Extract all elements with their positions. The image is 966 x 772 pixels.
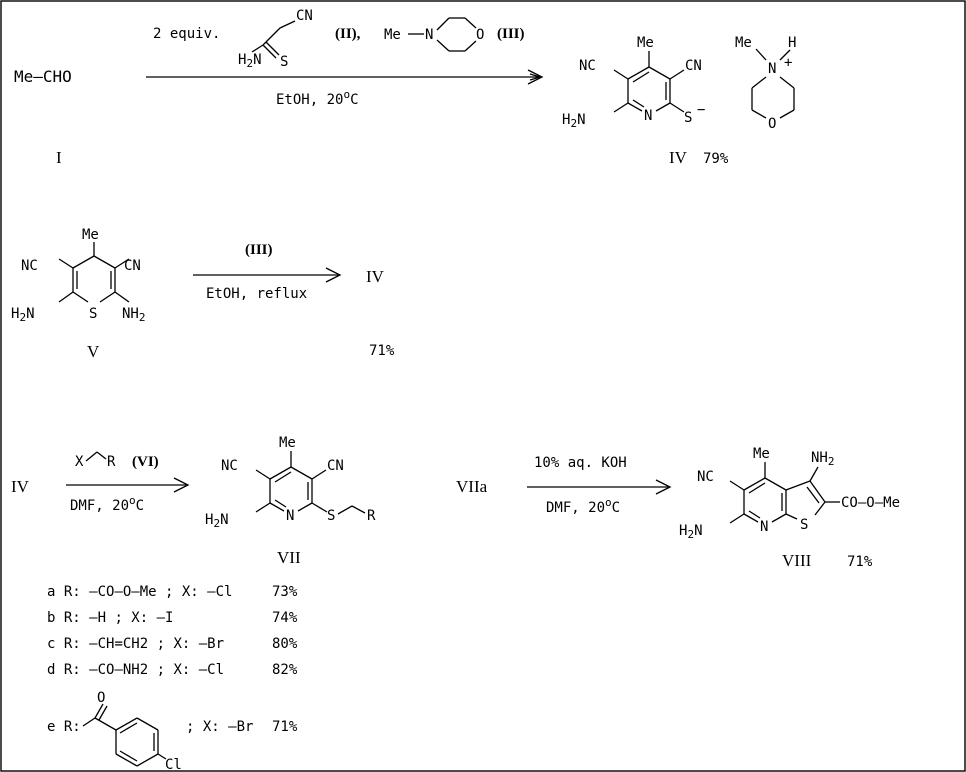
group-me: Me [637,35,654,51]
compound-label-III: (III) [497,26,525,42]
group-me: Me [82,227,99,243]
reagent-VI: (VI) [132,454,159,470]
reaction-arrow-4 [527,479,672,495]
reagent-koh: 10% aq. KOH [534,455,627,471]
structure-alkyl-halide: X R [75,451,116,470]
atom-n: N [644,108,652,124]
group-cn: CN [327,458,344,474]
charge-plus: + [784,55,792,71]
group-cn: CN [296,8,313,24]
start-VIIa: VIIa [456,477,488,496]
compound-label-II: (II), [335,26,361,42]
group-nc: NC [697,469,714,485]
atom-s: S [800,517,808,533]
group-h2n: H2N [562,112,586,130]
compound-label-I: I [56,148,62,167]
atom-o: O [768,116,776,132]
group-h2n: H2N [11,306,35,324]
atom-cl: Cl [165,757,182,772]
structure-VIII-thienopyridine: Me NH2 NC H2N N S CO—O—Me [679,446,900,541]
variant-b-yield: 74% [272,610,298,626]
reagent-equiv: 2 equiv. [153,26,220,42]
atom-o: O [476,27,484,43]
structure-n-methylmorpholinium: Me H N + O [735,35,796,132]
atom-s: S [280,54,288,70]
yield-rxn2: 71% [369,343,395,359]
structure-cyanothioacetamide: CN H2N S [238,8,313,70]
atom-n: N [286,508,294,524]
variant-c-yield: 80% [272,636,298,652]
group-me: Me [753,446,770,462]
group-nh2: NH2 [811,450,834,468]
atom-n: N [768,61,776,77]
atom-s: S [89,306,97,322]
atom-h: H [788,35,796,51]
group-cn: CN [685,58,702,74]
product-IV: IV [366,267,385,286]
yield-IV: 79% [703,151,729,167]
variant-c: c R: —CH=CH2 ; X: —Br [47,636,224,652]
variant-d-yield: 82% [272,662,298,678]
reaction-arrow-2 [193,267,342,283]
variants-list: a R: —CO—O—Me ; X: —Cl 73% b R: —H ; X: … [47,584,298,772]
atom-o: O [97,690,105,706]
group-h2n: H2N [205,512,229,530]
group-nc: NC [579,58,596,74]
group-ester: CO—O—Me [841,495,900,511]
atom-s: S [327,508,335,524]
group-nc: NC [21,258,38,274]
structure-IV-pyridine: Me CN NC H2N N S − [562,35,705,130]
variant-b: b R: —H ; X: —I [47,610,173,626]
atom-x: X [75,454,84,470]
group-nh2: NH2 [122,306,145,324]
group-me: Me [735,35,752,51]
compound-label-V: V [87,342,100,361]
structure-V-thiopyran: Me NC CN H2N S NH2 [11,227,145,324]
reaction-arrow-1 [146,69,544,85]
conditions-3: DMF, 20oC [70,494,144,514]
group-me: Me [384,27,401,43]
compound-label-VII: VII [277,548,301,567]
variant-a-yield: 73% [272,584,298,600]
variant-e-key: e R: [47,719,81,735]
variant-e: ; X: —Br [186,719,253,735]
atom-n: N [760,519,768,535]
group-nc: NC [221,458,238,474]
atom-n: N [425,27,433,43]
start-IV: IV [11,477,30,496]
group-h2n: H2N [679,523,703,541]
conditions-2: EtOH, reflux [206,286,307,302]
group-r: R [107,454,116,470]
structure-VII-pyridine: Me CN NC H2N N S R [205,435,376,530]
group-h2n: H2N [238,52,262,70]
variant-a: a R: —CO—O—Me ; X: —Cl [47,584,232,600]
group-me: Me [279,435,296,451]
yield-VIII: 71% [847,554,873,570]
charge-minus: − [697,102,705,118]
structure-4-chlorobenzoyl: O Cl [82,690,182,772]
reaction-arrow-3 [66,477,190,493]
variant-d: d R: —CO—NH2 ; X: —Cl [47,662,224,678]
conditions-1: EtOH, 20oC [276,88,359,108]
compound-label-VIII: VIII [782,551,812,570]
group-cn: CN [124,258,141,274]
variant-e-yield: 71% [272,719,298,735]
atom-s: S [684,110,692,126]
group-r: R [367,508,376,524]
compound-label-IV: IV [669,148,688,167]
reagent-III: (III) [245,242,273,258]
structure-n-methylmorpholine: Me N O [384,17,484,52]
conditions-4: DMF, 20oC [546,496,620,516]
reactant-acetaldehyde: Me—CHO [14,67,72,86]
